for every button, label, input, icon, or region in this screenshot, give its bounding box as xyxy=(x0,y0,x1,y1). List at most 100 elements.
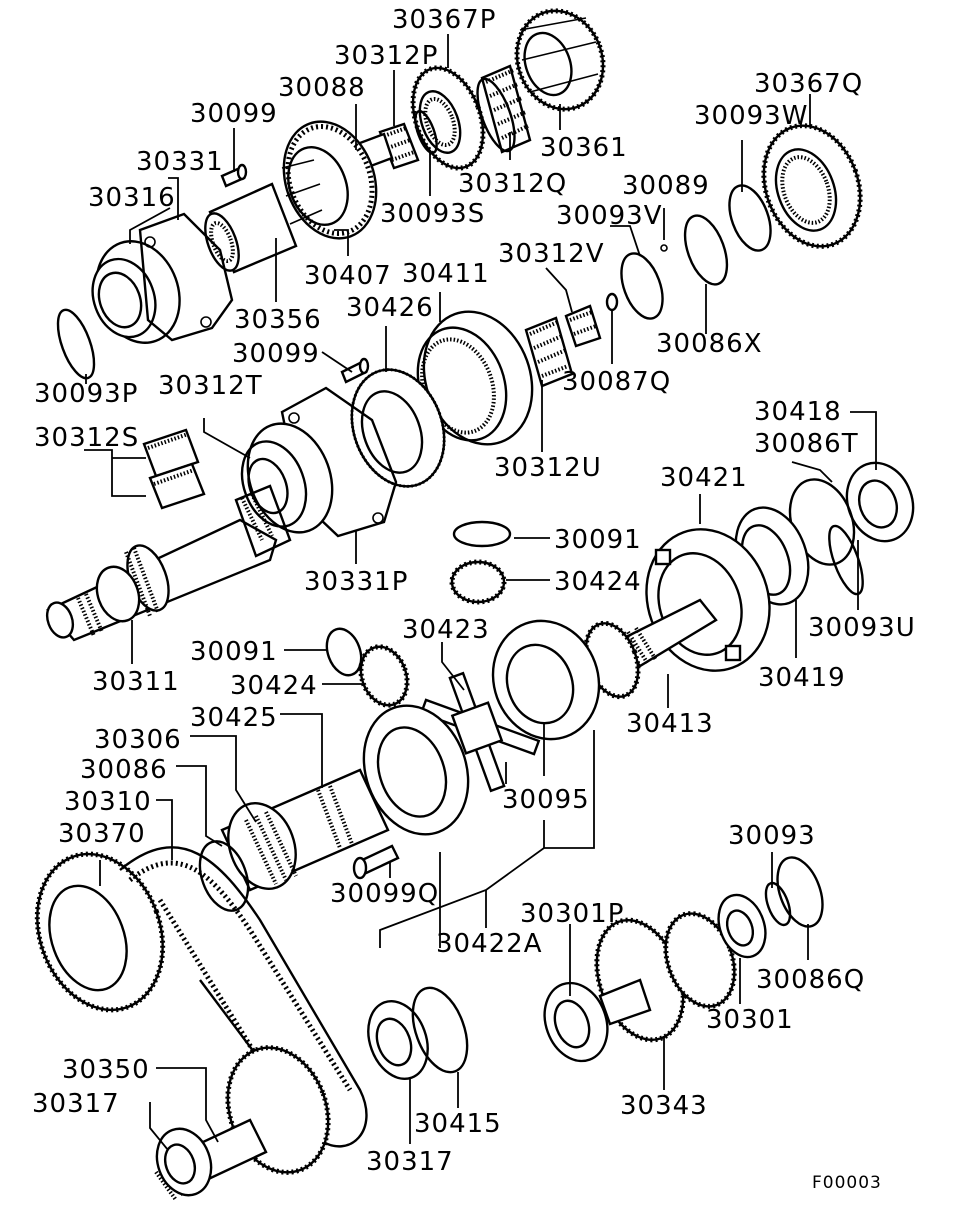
label-30361: 30361 xyxy=(540,133,628,163)
snap-ring-30093P xyxy=(56,308,96,380)
washer-30091-top xyxy=(452,520,512,548)
label-30093U: 30093U xyxy=(808,613,916,643)
label-30367Q: 30367Q xyxy=(754,69,863,99)
needle-bearing-30312P xyxy=(378,122,420,170)
figure-code: F00003 xyxy=(812,1173,882,1193)
label-30415: 30415 xyxy=(414,1109,502,1139)
label-30312U: 30312U xyxy=(494,453,602,483)
snap-ring-30093S xyxy=(414,109,438,155)
ball-30089 xyxy=(660,244,668,252)
label-30312P: 30312P xyxy=(334,41,438,71)
label-30310: 30310 xyxy=(64,787,152,817)
label-30093W: 30093W xyxy=(694,101,808,131)
part-labels: 30367P 30312P 30088 30099 30331 30316 30… xyxy=(32,5,916,1193)
retainer-plate-30331 xyxy=(138,212,234,342)
label-30426: 30426 xyxy=(346,293,434,323)
label-30419: 30419 xyxy=(758,663,846,693)
label-30087Q: 30087Q xyxy=(562,367,671,397)
mainshaft-30311 xyxy=(45,484,292,642)
counter-gear-30343 xyxy=(594,911,737,1043)
label-30423: 30423 xyxy=(402,615,490,645)
label-30311: 30311 xyxy=(92,667,180,697)
label-30089: 30089 xyxy=(622,171,710,201)
label-30086T: 30086T xyxy=(754,429,859,459)
label-30424-top: 30424 xyxy=(554,567,642,597)
label-30086Q: 30086Q xyxy=(756,965,865,995)
label-30095: 30095 xyxy=(502,785,590,815)
label-30086X: 30086X xyxy=(656,329,763,359)
needle-bearing-30312U xyxy=(524,316,574,388)
gear-30367Q xyxy=(761,123,863,249)
label-30091-top: 30091 xyxy=(554,525,642,555)
label-30343: 30343 xyxy=(620,1091,708,1121)
driven-sprocket-30350 xyxy=(154,1045,331,1202)
label-30331P: 30331P xyxy=(304,567,408,597)
leader-lines xyxy=(84,34,877,1151)
label-30093S: 30093S xyxy=(380,199,485,229)
label-30421: 30421 xyxy=(660,463,748,493)
label-30331: 30331 xyxy=(136,147,224,177)
label-30099-mid: 30099 xyxy=(232,339,320,369)
pinion-shaft-cross-30423 xyxy=(419,671,541,793)
bearing-30312T xyxy=(240,422,334,534)
needle-bearing-30312S xyxy=(142,428,206,510)
bolt-30099-mid xyxy=(340,357,370,384)
label-30312T: 30312T xyxy=(158,371,263,401)
ring-30086 xyxy=(198,840,250,912)
label-30093V: 30093V xyxy=(556,201,663,231)
washer-30091-left xyxy=(325,627,363,677)
label-30413: 30413 xyxy=(626,709,714,739)
ring-gear-30426 xyxy=(350,368,446,488)
label-30367P: 30367P xyxy=(392,5,496,35)
snap-ring-30093 xyxy=(764,881,792,927)
ring-30086X xyxy=(683,214,729,286)
label-30356: 30356 xyxy=(234,305,322,335)
bearing-30301 xyxy=(717,893,767,959)
label-30370: 30370 xyxy=(58,819,146,849)
differential-case-30422A-right xyxy=(491,619,601,741)
label-30425: 30425 xyxy=(190,703,278,733)
differential-case-30422A-left xyxy=(362,704,470,836)
label-30411: 30411 xyxy=(402,259,490,289)
label-30350: 30350 xyxy=(62,1055,150,1085)
label-30306: 30306 xyxy=(94,725,182,755)
ring-30415 xyxy=(411,986,469,1074)
label-30312Q: 30312Q xyxy=(458,169,567,199)
input-gear-30356 xyxy=(204,120,378,274)
oil-seal-30418 xyxy=(845,461,915,543)
label-30424-left: 30424 xyxy=(230,671,318,701)
ball-30087Q xyxy=(605,292,619,312)
bearing-30317-right xyxy=(367,1000,429,1080)
drive-sprocket-30370 xyxy=(34,851,166,1013)
label-30301P: 30301P xyxy=(520,899,624,929)
label-30099-top: 30099 xyxy=(190,99,278,129)
label-30099Q: 30099Q xyxy=(330,879,439,909)
bearing-30301P xyxy=(543,981,609,1063)
label-30317-bottom: 30317 xyxy=(366,1147,454,1177)
bolt-30099Q xyxy=(352,844,400,880)
label-30422A: 30422A xyxy=(436,929,543,959)
pinion-gear-30424-left xyxy=(358,644,410,708)
ring-30086Q xyxy=(776,856,824,928)
label-30418: 30418 xyxy=(754,397,842,427)
snap-ring-30093V xyxy=(620,252,664,320)
label-30301: 30301 xyxy=(706,1005,794,1035)
label-30086: 30086 xyxy=(80,755,168,785)
snap-ring-30093W xyxy=(728,184,772,252)
pinion-gear-30424-top xyxy=(449,559,507,605)
label-30312S: 30312S xyxy=(34,423,139,453)
label-30407: 30407 xyxy=(304,261,392,291)
label-30312V: 30312V xyxy=(498,239,605,269)
gear-30361 xyxy=(514,8,606,112)
label-30093: 30093 xyxy=(728,821,816,851)
needle-bearing-30312V xyxy=(564,304,602,348)
needle-bearing-30312Q xyxy=(476,64,532,154)
bearing-30317-left xyxy=(155,1127,213,1197)
label-30093P: 30093P xyxy=(34,379,138,409)
bearing-30316 xyxy=(91,240,181,344)
label-30088: 30088 xyxy=(278,73,366,103)
label-30316: 30316 xyxy=(88,183,176,213)
label-30091-left: 30091 xyxy=(190,637,278,667)
